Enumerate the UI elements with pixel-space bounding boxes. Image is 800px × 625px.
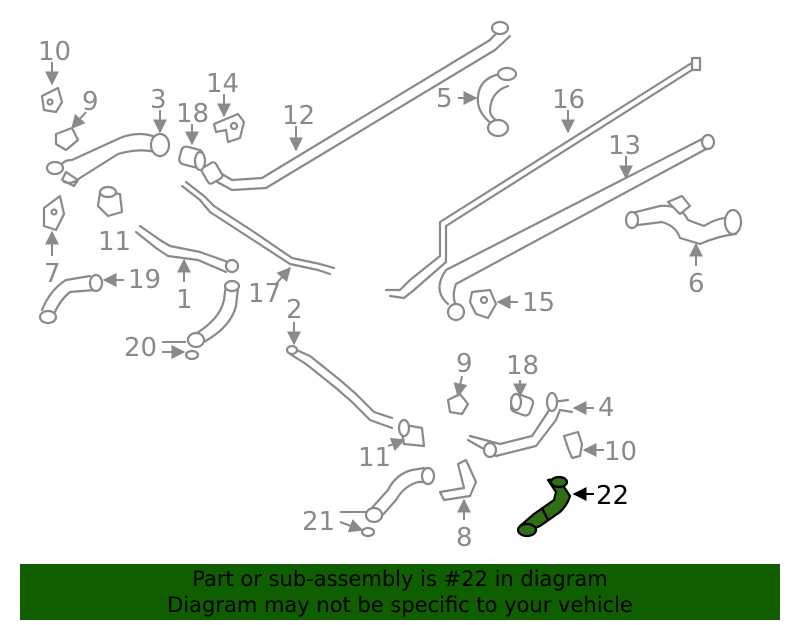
- part-17-line: [180, 180, 336, 276]
- parts-diagram: 10 9 3 18 14 12 5 16 13 11 7 19 1 17 6 1…: [38, 20, 743, 553]
- callout-21: 21: [302, 507, 335, 537]
- part-4-hose: [466, 391, 574, 459]
- part-13-pipe: [438, 133, 716, 322]
- part-12-coolant-pipe: [200, 20, 512, 192]
- callout-numbers: 10 9 3 18 14 12 5 16 13 11 7 19 1 17 6 1…: [38, 37, 705, 553]
- callout-12: 12: [282, 101, 315, 131]
- part-19-hose: [38, 273, 104, 325]
- part-3-hose: [45, 132, 171, 188]
- callout-7: 7: [44, 259, 61, 289]
- part-2-pipe: [285, 344, 394, 430]
- callout-8: 8: [456, 523, 473, 553]
- callout-5: 5: [436, 84, 453, 114]
- part-20-hose: [184, 279, 241, 361]
- part-9-clip-lower: [446, 392, 470, 416]
- part-18-coupling-lower: [509, 392, 535, 417]
- callout-6: 6: [688, 269, 705, 299]
- part-22-hose-highlighted: [516, 475, 572, 538]
- part-6-hose: [624, 194, 743, 246]
- callout-9: 9: [82, 87, 99, 117]
- callout-18-lower: 18: [506, 351, 539, 381]
- callout-18: 18: [176, 99, 209, 129]
- part-8-bracket: [438, 458, 478, 502]
- part-5-hose: [476, 66, 518, 138]
- callout-19: 19: [128, 265, 161, 295]
- callout-2: 2: [286, 295, 303, 325]
- callout-22-highlighted: 22: [596, 481, 629, 511]
- part-11-sleeve-lower: [397, 418, 426, 448]
- callout-10-lower: 10: [604, 437, 637, 467]
- callout-9-lower: 9: [456, 349, 473, 379]
- part-15-bracket: [468, 288, 498, 320]
- callout-3: 3: [150, 85, 167, 115]
- callout-15: 15: [522, 288, 555, 318]
- part-9-clip: [54, 126, 80, 152]
- callout-13: 13: [608, 131, 641, 161]
- callout-4: 4: [598, 393, 615, 423]
- part-21-hose: [360, 466, 436, 538]
- part-11-sleeve: [96, 185, 124, 218]
- callout-16: 16: [552, 85, 585, 115]
- part-14-bracket: [212, 112, 246, 144]
- part-16-pipe: [384, 56, 702, 300]
- callout-14: 14: [206, 69, 239, 99]
- part-1-pipe: [134, 224, 240, 274]
- part-7-bracket: [42, 194, 66, 232]
- callout-10: 10: [38, 37, 71, 67]
- part-10-bracket-lower: [562, 430, 584, 460]
- callout-11-lower: 11: [358, 443, 391, 473]
- callout-11: 11: [98, 227, 131, 257]
- callout-17: 17: [248, 279, 281, 309]
- info-banner: Part or sub-assembly is #22 in diagram D…: [20, 564, 780, 620]
- part-10-bracket: [40, 86, 64, 114]
- callout-leaders: [45, 62, 703, 530]
- part-18-coupling: [178, 145, 207, 172]
- banner-line-1: Part or sub-assembly is #22 in diagram: [192, 567, 608, 591]
- callout-1: 1: [176, 285, 193, 315]
- callout-20: 20: [124, 333, 157, 363]
- banner-line-2: Diagram may not be specific to your vehi…: [167, 593, 633, 617]
